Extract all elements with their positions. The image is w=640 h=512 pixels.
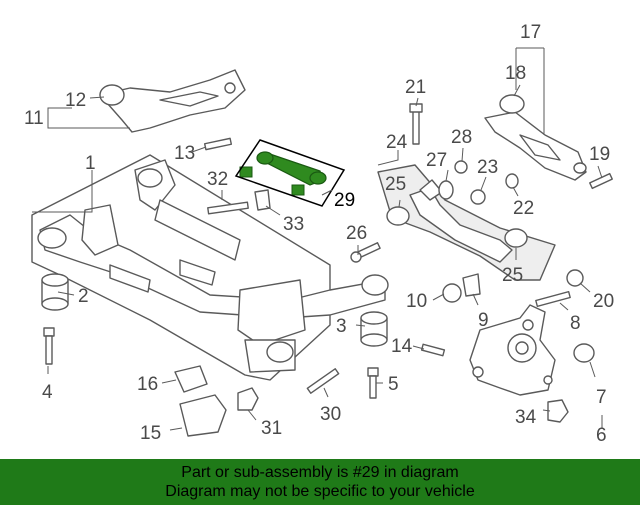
info-banner: Part or sub-assembly is #29 in diagram D… [0, 459, 640, 505]
callout-22: 22 [513, 198, 534, 219]
bolt-14 [420, 343, 446, 357]
nut-20 [566, 269, 584, 287]
callout-23: 23 [477, 157, 498, 178]
callout-1: 1 [85, 153, 96, 174]
highlighted-link-29 [234, 139, 346, 207]
bushing-2 [41, 273, 69, 311]
mount-16 [174, 365, 208, 393]
callout-10: 10 [406, 291, 427, 312]
callout-33: 33 [283, 214, 304, 235]
callout-9: 9 [478, 310, 489, 331]
callout-25b: 25 [502, 265, 523, 286]
nut-23 [470, 189, 486, 205]
callout-19: 19 [589, 144, 610, 165]
callout-18: 18 [505, 63, 526, 84]
callout-30: 30 [320, 404, 341, 425]
callout-21: 21 [405, 77, 426, 98]
nut-34 [547, 399, 569, 423]
bolt-19 [589, 172, 613, 190]
bolt-4 [43, 327, 55, 365]
callout-27: 27 [426, 150, 447, 171]
callout-13: 13 [174, 143, 195, 164]
callout-12: 12 [65, 90, 86, 111]
bolt-26 [350, 242, 381, 263]
callout-15: 15 [140, 423, 161, 444]
callout-31: 31 [261, 418, 282, 439]
callout-34: 34 [515, 407, 537, 428]
bolt-5 [367, 367, 379, 399]
bracket-15 [179, 394, 227, 437]
callout-11: 11 [24, 108, 44, 129]
knuckle [469, 304, 556, 396]
parts-diagram: 1 2 3 4 5 6 7 8 9 10 11 12 13 14 15 16 1… [24, 22, 614, 446]
nut-31 [237, 387, 259, 411]
bushing-7 [573, 343, 595, 363]
callout-24: 24 [386, 132, 408, 153]
bolt-13 [203, 137, 233, 151]
leader-lines [32, 47, 603, 431]
washer-22 [505, 173, 519, 189]
callout-32: 32 [207, 169, 228, 190]
nut-28 [454, 160, 468, 174]
bolt-21 [409, 103, 423, 145]
callout-numbers: 1 2 3 4 5 6 7 8 9 10 11 12 13 14 15 16 1… [24, 22, 614, 446]
callout-14: 14 [391, 336, 413, 357]
bolt-32 [207, 201, 249, 215]
subframe-crossmember [31, 154, 389, 381]
callout-17: 17 [520, 22, 541, 43]
upper-arm-assembly [377, 164, 556, 281]
bolt-30 [306, 368, 340, 394]
callout-25a: 25 [385, 174, 406, 195]
bushing-3 [360, 311, 388, 347]
banner-line-2: Diagram may not be specific to your vehi… [165, 483, 475, 500]
callout-26: 26 [346, 223, 367, 244]
callout-29: 29 [334, 190, 355, 211]
callout-20: 20 [593, 291, 614, 312]
callout-28: 28 [451, 127, 472, 148]
callout-2: 2 [78, 286, 89, 307]
callout-7: 7 [596, 387, 607, 408]
bolt-8 [535, 291, 571, 307]
callout-4: 4 [42, 382, 53, 403]
lower-arm [484, 94, 587, 181]
bushing-10 [442, 283, 462, 303]
trailing-arm [99, 69, 246, 133]
callout-8: 8 [570, 313, 581, 334]
banner-line-1: Part or sub-assembly is #29 in diagram [181, 464, 459, 481]
callout-6: 6 [596, 425, 607, 446]
callout-5: 5 [388, 374, 399, 395]
callout-3: 3 [336, 316, 347, 337]
bracket-9 [462, 273, 481, 297]
washer-27 [438, 180, 454, 200]
callout-16: 16 [137, 374, 158, 395]
